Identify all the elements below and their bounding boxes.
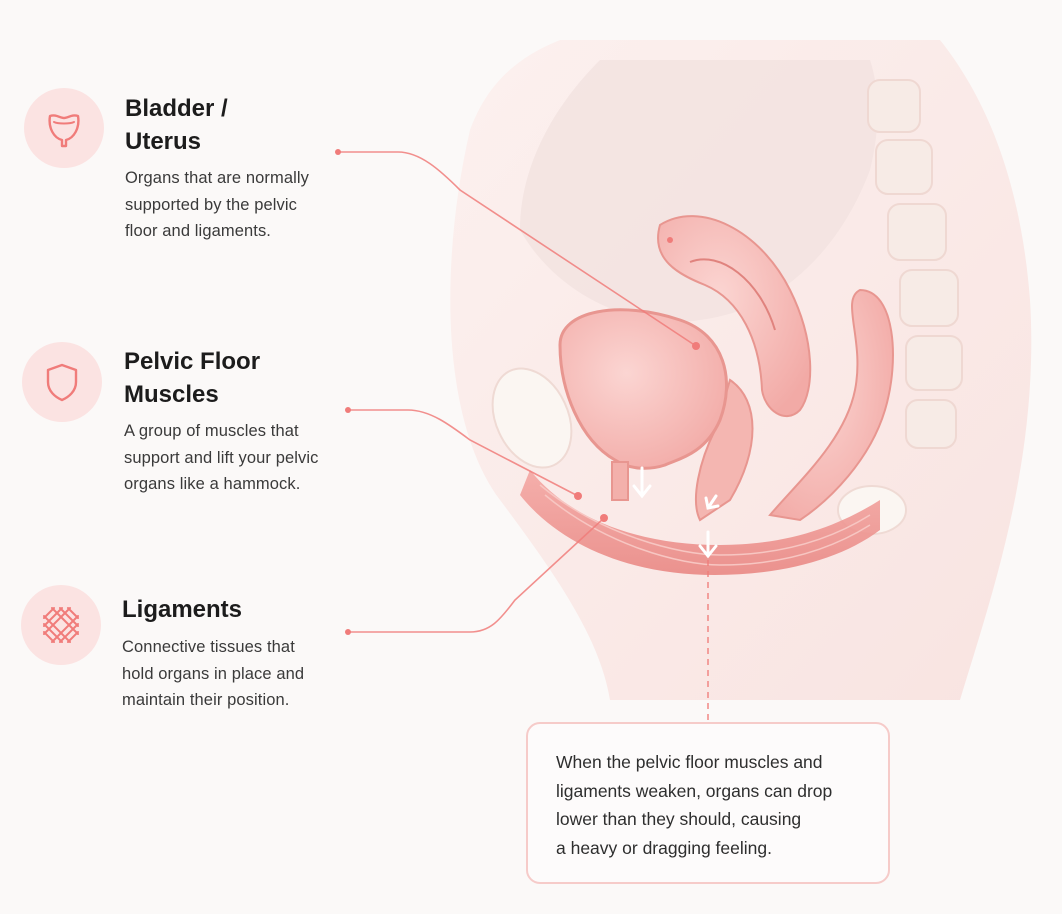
organ-drop-arrows: [632, 466, 720, 559]
rectum-illustration: [768, 288, 894, 522]
pelvic-floor-description: A group of muscles that support and lift…: [124, 422, 319, 493]
vagina-illustration: [694, 378, 754, 522]
leader-lines: [338, 151, 709, 722]
mesh-icon: [43, 607, 79, 643]
leader-dots: [335, 149, 700, 635]
bladder-illustration: [558, 308, 728, 470]
pubic-bone: [491, 367, 573, 469]
mesh-icon-badge: [21, 585, 101, 665]
bladder-icon-badge: [24, 88, 104, 168]
pelvic-floor-title: Pelvic Floor Muscles: [124, 348, 261, 408]
shield-icon: [46, 363, 78, 402]
shield-icon-badge: [22, 342, 102, 422]
bladder-uterus-description: Organs that are normally supported by th…: [125, 169, 309, 240]
weakening-callout-text: When the pelvic floor muscles and ligame…: [556, 752, 833, 858]
pelvic-floor-muscle: [520, 470, 880, 575]
uterus-illustration: [657, 215, 812, 417]
weakening-callout-box: When the pelvic floor muscles and ligame…: [526, 722, 890, 884]
bladder-uterus-title: Bladder / Uterus: [125, 95, 228, 155]
bladder-icon: [48, 114, 80, 148]
ligaments-description: Connective tissues that hold organs in p…: [122, 638, 305, 709]
ligaments-title: Ligaments: [122, 596, 243, 623]
spine-illustration: [867, 79, 963, 449]
